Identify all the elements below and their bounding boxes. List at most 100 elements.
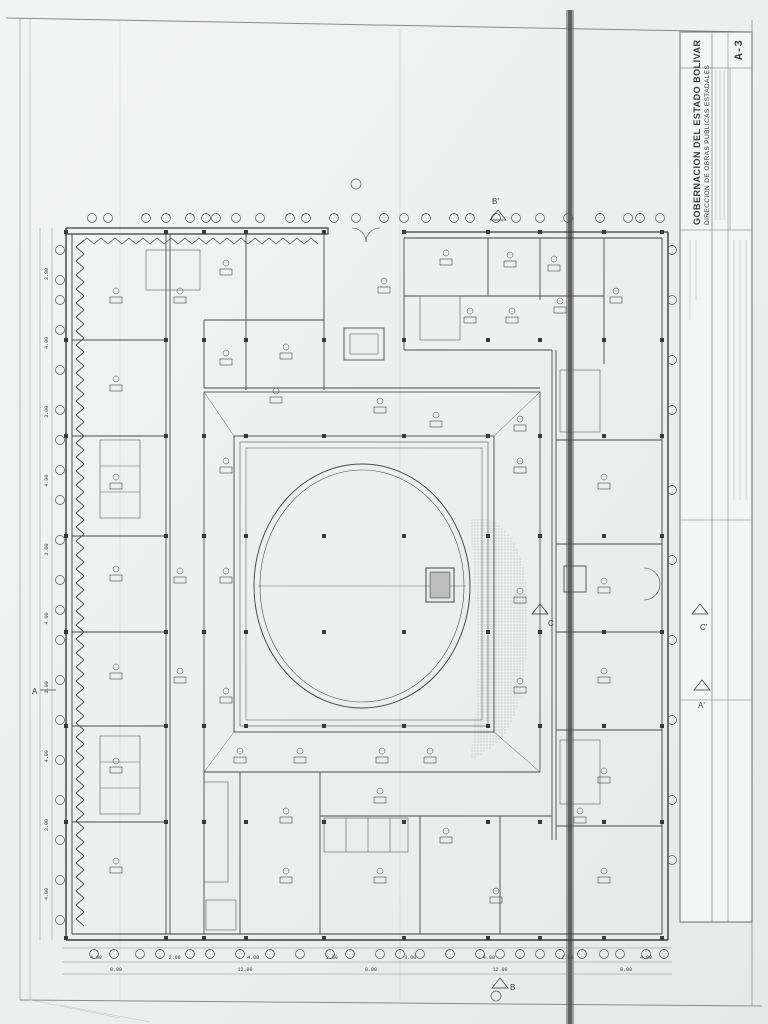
dimension-label: 4.00 xyxy=(483,955,495,961)
grid-bubble xyxy=(449,213,459,223)
room-tag-bubble xyxy=(112,287,120,295)
dimension-label: 3.00 xyxy=(404,955,416,961)
dimension-label: 3.00 xyxy=(44,681,50,693)
grid-bubble xyxy=(55,875,65,885)
dimension-label: 12.00 xyxy=(238,967,253,973)
dimension-label: 8.00 xyxy=(365,967,377,973)
column-marker xyxy=(402,434,406,438)
grid-bubble xyxy=(295,949,305,959)
section-markers: A C C' A' B' B xyxy=(32,197,711,992)
dimension-label: 3.00 xyxy=(44,819,50,831)
column-marker xyxy=(486,230,490,234)
grid-bubble xyxy=(399,213,409,223)
room-tag xyxy=(609,296,623,304)
zigzag-top-facade xyxy=(79,237,319,245)
grid-bubble xyxy=(55,365,65,375)
column-marker xyxy=(322,936,326,940)
paper-fold-lines xyxy=(29,999,151,1023)
section-marker-c-prime: C' xyxy=(691,603,709,632)
room-tag xyxy=(553,306,567,314)
section-label-a: A xyxy=(32,687,38,696)
room-tag xyxy=(373,876,387,884)
room-tag xyxy=(597,586,611,594)
grid-bubble xyxy=(615,949,625,959)
interior-walls xyxy=(72,234,662,934)
grid-bubbles xyxy=(55,178,677,1002)
column-marker xyxy=(64,338,68,342)
grid-bubble xyxy=(231,213,241,223)
room-tag-bubble xyxy=(378,747,386,755)
room-tag xyxy=(173,576,187,584)
grid-bubble xyxy=(109,949,119,959)
grid-bubble xyxy=(55,605,65,615)
column-marker xyxy=(486,534,490,538)
dimension-label: 3.00 xyxy=(44,544,50,556)
room-tag-bubble xyxy=(600,473,608,481)
grid-bubble xyxy=(185,213,195,223)
court-hatched-area xyxy=(470,518,529,760)
column-marker xyxy=(538,230,542,234)
grid-bubble xyxy=(55,755,65,765)
column-marker xyxy=(538,820,542,824)
dimension-label: 12.00 xyxy=(493,967,508,973)
room-tag xyxy=(373,406,387,414)
grid-bubble xyxy=(141,213,151,223)
room-tag-bubble xyxy=(466,307,474,315)
room-tag-bubble xyxy=(550,255,558,263)
column-marker xyxy=(660,230,664,234)
room-tag-bubble xyxy=(376,787,384,795)
grid-bubble xyxy=(495,949,505,959)
room-tag xyxy=(293,756,307,764)
room-tag-bubble xyxy=(600,867,608,875)
dimension-label: 8.00 xyxy=(620,967,632,973)
room-tag xyxy=(109,766,123,774)
entrance-lobby xyxy=(343,227,661,601)
column-marker xyxy=(486,936,490,940)
room-tag-bubble xyxy=(176,667,184,675)
room-tag xyxy=(597,876,611,884)
column-marker xyxy=(164,630,168,634)
column-marker xyxy=(602,230,606,234)
room-tag xyxy=(505,316,519,324)
room-tag-bubble xyxy=(222,567,230,575)
column-marker xyxy=(322,434,326,438)
column-marker xyxy=(322,630,326,634)
room-tag xyxy=(173,676,187,684)
room-tag-bubble xyxy=(442,249,450,257)
grid-bubble xyxy=(667,795,677,805)
column-marker xyxy=(244,434,248,438)
room-tag-bubble xyxy=(600,767,608,775)
section-marker-b: B xyxy=(491,977,515,992)
room-tag-bubble xyxy=(376,867,384,875)
grid-bubble xyxy=(535,213,545,223)
room-tag-bubble xyxy=(426,747,434,755)
column-marker xyxy=(660,724,664,728)
column-marker xyxy=(244,230,248,234)
grid-bubble xyxy=(345,949,355,959)
column-marker xyxy=(486,820,490,824)
column-marker xyxy=(602,434,606,438)
grid-bubble xyxy=(475,949,485,959)
grid-bubble xyxy=(87,213,97,223)
grid-bubble xyxy=(421,213,431,223)
grid-bubble xyxy=(350,178,362,190)
column-marker xyxy=(660,630,664,634)
room-tag-bubble xyxy=(112,757,120,765)
column-marker xyxy=(322,338,326,342)
grid-bubble xyxy=(667,555,677,565)
room-tag xyxy=(429,420,443,428)
dimension-label: 2.00 xyxy=(561,955,573,961)
column-marker xyxy=(202,724,206,728)
grid-bubble xyxy=(623,213,633,223)
room-tag xyxy=(233,756,247,764)
section-marker-c: C xyxy=(531,603,554,628)
grid-bubble xyxy=(55,535,65,545)
room-tag-bubble xyxy=(516,677,524,685)
title-block-department: DIRECCION DE OBRAS PUBLICAS ESTADALES xyxy=(704,64,711,225)
column-marker xyxy=(402,630,406,634)
room-tag-bubble xyxy=(222,349,230,357)
grid-bubble xyxy=(235,949,245,959)
room-tag xyxy=(109,384,123,392)
column-marker xyxy=(244,936,248,940)
